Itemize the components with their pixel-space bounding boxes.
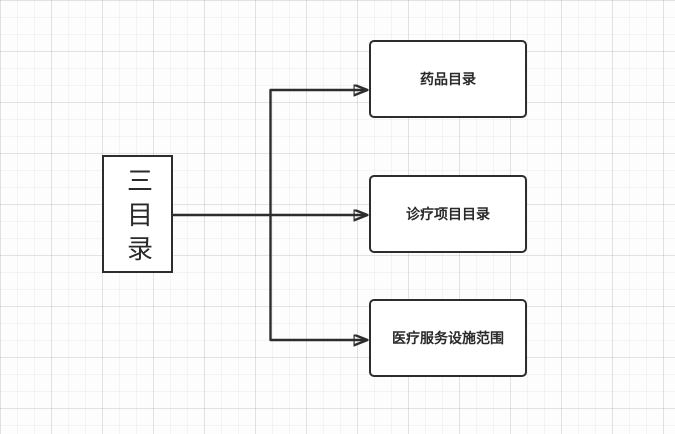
node-facility-scope: 医疗服务设施范围 [369,299,527,377]
node-treatment-catalog-label: 诊疗项目目录 [406,206,490,222]
node-drug-catalog-label: 药品目录 [420,71,476,87]
node-facility-scope-label: 医疗服务设施范围 [392,330,504,346]
node-drug-catalog: 药品目录 [369,40,527,118]
connector-root-to-drug-catalog [269,90,368,215]
node-root-label: 三目录 [123,167,153,269]
connector-root-to-facility-scope [269,215,368,340]
node-root: 三目录 [102,155,173,273]
node-treatment-catalog: 诊疗项目目录 [369,175,527,253]
